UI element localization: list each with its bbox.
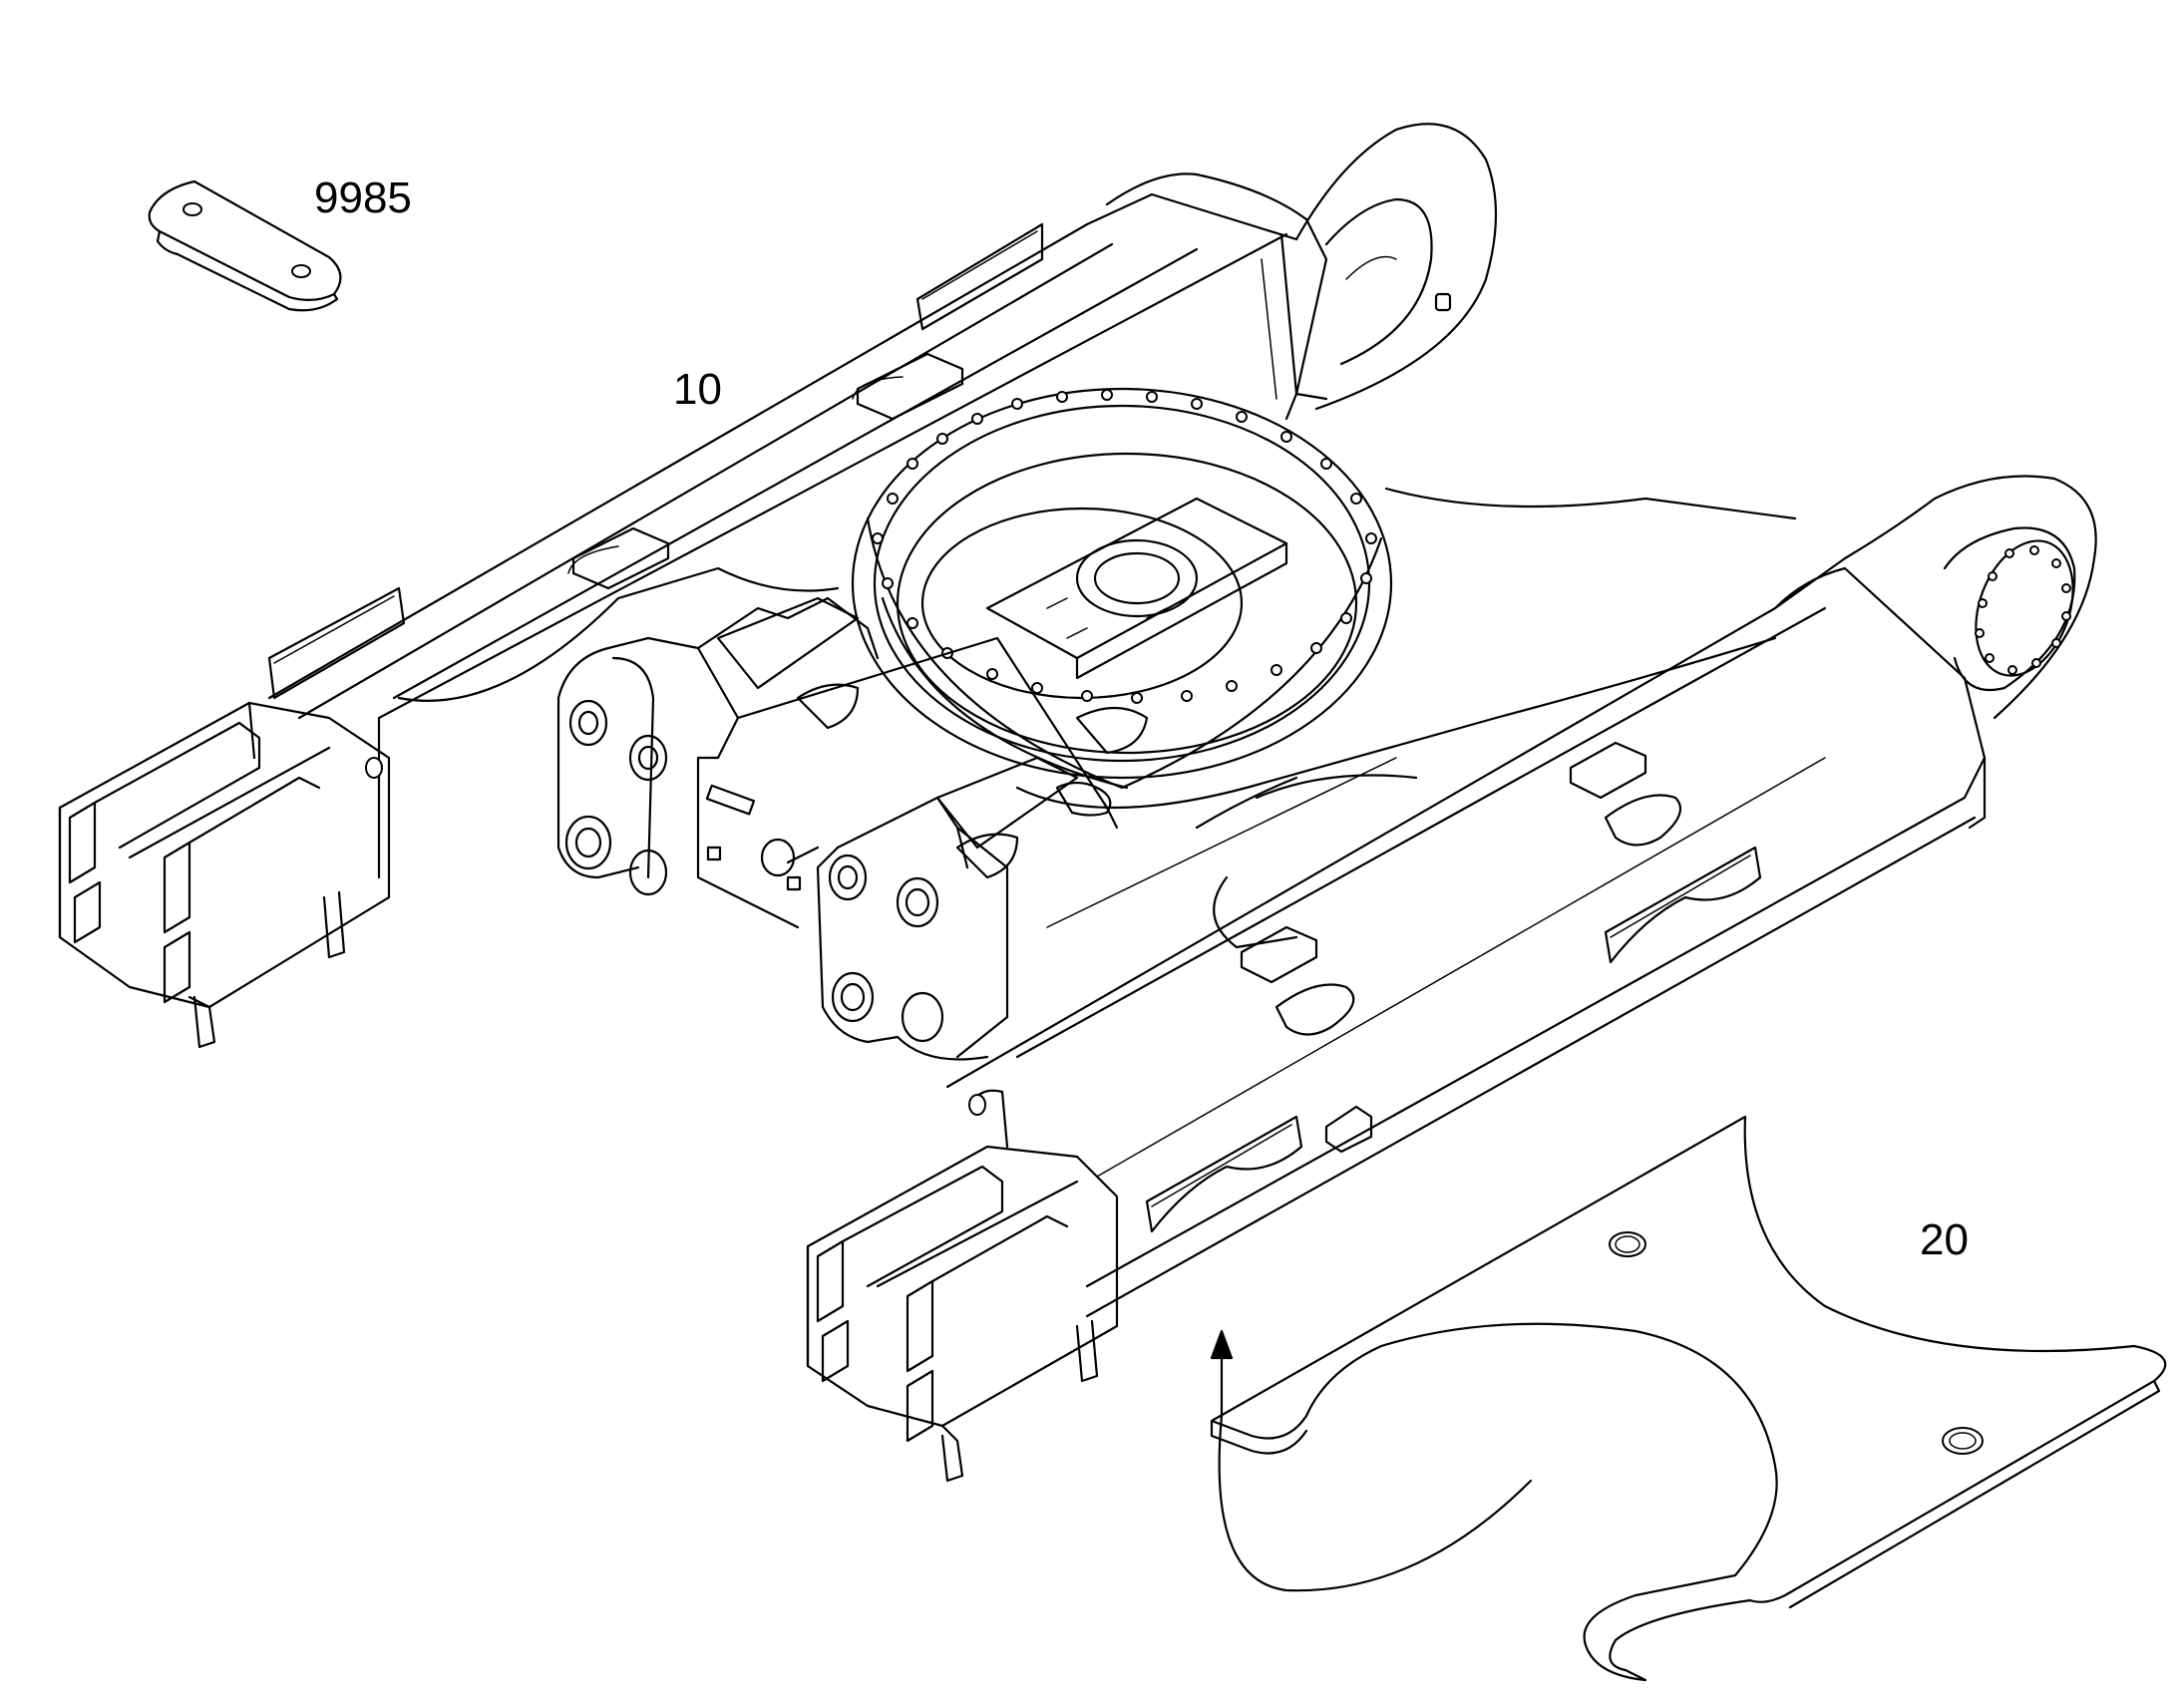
part-9985-plate <box>148 179 342 312</box>
callout-10: 10 <box>673 365 722 414</box>
part-10-undercarriage-frame <box>58 123 2097 1483</box>
swing-ring-bolt-holes <box>872 389 1377 704</box>
part-20-cover-plate <box>1210 1115 2167 1682</box>
callout-9985: 9985 <box>314 173 412 222</box>
front-idler-bolt-holes <box>1975 545 2071 675</box>
callout-20: 20 <box>1920 1215 1969 1264</box>
